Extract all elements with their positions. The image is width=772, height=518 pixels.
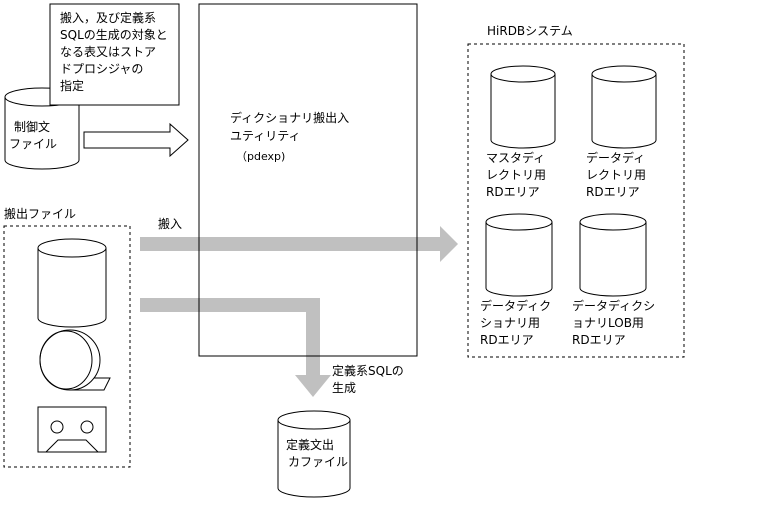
sql-gen-arrow-shaft-down [306, 298, 320, 378]
hirdb-system: HiRDBシステム マスタディ レクトリ用 RDエリア データディ レクトリ用 … [467, 24, 685, 358]
rdarea-1-line-1: マスタディ [486, 150, 545, 165]
note-line-1: 搬入，及び定義系 [60, 10, 156, 25]
control-file-label-line-2: ファイル [9, 137, 57, 151]
utility-frame [198, 3, 418, 357]
note-box: 搬入，及び定義系 SQLの生成の対象と なる表又はストア ドプロシジャの 指定 [49, 3, 180, 106]
note-line-3: なる表又はストア [60, 45, 156, 59]
control-to-utility-arrow [83, 122, 189, 158]
sql-gen-arrow-head [295, 375, 331, 397]
export-file-title: 搬出ファイル [4, 206, 76, 221]
control-file-body [4, 87, 80, 170]
definition-output-file-cylinder: 定義文出 カファイル [277, 410, 351, 498]
rdarea-1-line-2: レクトリ用 [486, 168, 546, 182]
rdarea-3-line-3: RDエリア [480, 333, 534, 347]
note-frame [49, 3, 180, 106]
disk-icon [37, 238, 107, 328]
def-file-label-line-2: カファイル [288, 455, 348, 469]
sql-gen-arrow-shaft [140, 298, 320, 312]
utility-box: ディクショナリ搬出入 ユティリティ （pdexp) [198, 3, 418, 357]
rdarea-2-line-1: データディ [586, 150, 645, 165]
hirdb-frame [467, 43, 685, 358]
rdarea-4-line-2: ョナリLOB用 [572, 316, 644, 330]
definition-output-file-rim [277, 419, 351, 430]
control-file-label-line-1: 制御文 [14, 119, 50, 134]
sql-gen-label-line-1: 定義系SQLの [332, 363, 404, 378]
import-arrow-head [440, 226, 458, 262]
rdarea-3-line-2: ショナリ用 [480, 316, 540, 330]
rdarea-2-line-2: レクトリ用 [586, 168, 646, 182]
export-file-group: 搬出ファイル [3, 206, 131, 468]
sql-gen-label-line-2: 生成 [332, 381, 356, 395]
utility-label-line-2: ユティリティ [230, 129, 301, 143]
tape-reel-icon [39, 329, 111, 391]
control-file-cylinder: 制御文 ファイル [4, 87, 80, 170]
hirdb-title: HiRDBシステム [487, 24, 573, 38]
export-file-frame [3, 225, 131, 468]
definition-output-file-body [277, 410, 351, 498]
sql-gen-arrow [140, 298, 331, 397]
data-directory-rdarea: データディ レクトリ用 RDエリア [586, 65, 657, 199]
import-arrow [140, 226, 458, 262]
data-dictionary-rdarea: データディク ショナリ用 RDエリア [480, 213, 553, 347]
rdarea-4-line-1: データディクシ [572, 298, 655, 313]
note-line-5: 指定 [60, 78, 84, 93]
rdarea-1-line-3: RDエリア [486, 185, 540, 199]
utility-label-line-1: ディクショナリ搬出入 [230, 110, 349, 125]
rdarea-2-line-3: RDエリア [586, 185, 640, 199]
rdarea-3-line-1: データディク [480, 298, 551, 313]
note-line-4: ドプロシジャの [60, 62, 143, 76]
cassette-icon [37, 406, 107, 453]
master-directory-rdarea: マスタディ レクトリ用 RDエリア [486, 65, 556, 199]
note-line-2: SQLの生成の対象と [60, 28, 168, 42]
import-arrow-shaft [140, 237, 440, 251]
def-file-label-line-1: 定義文出 [286, 437, 334, 452]
data-dictionary-lob-rdarea: データディクシ ョナリLOB用 RDエリア [572, 213, 655, 347]
rdarea-4-line-3: RDエリア [572, 333, 626, 347]
utility-label-line-3: （pdexp) [236, 150, 285, 163]
import-label: 搬入 [158, 216, 182, 231]
